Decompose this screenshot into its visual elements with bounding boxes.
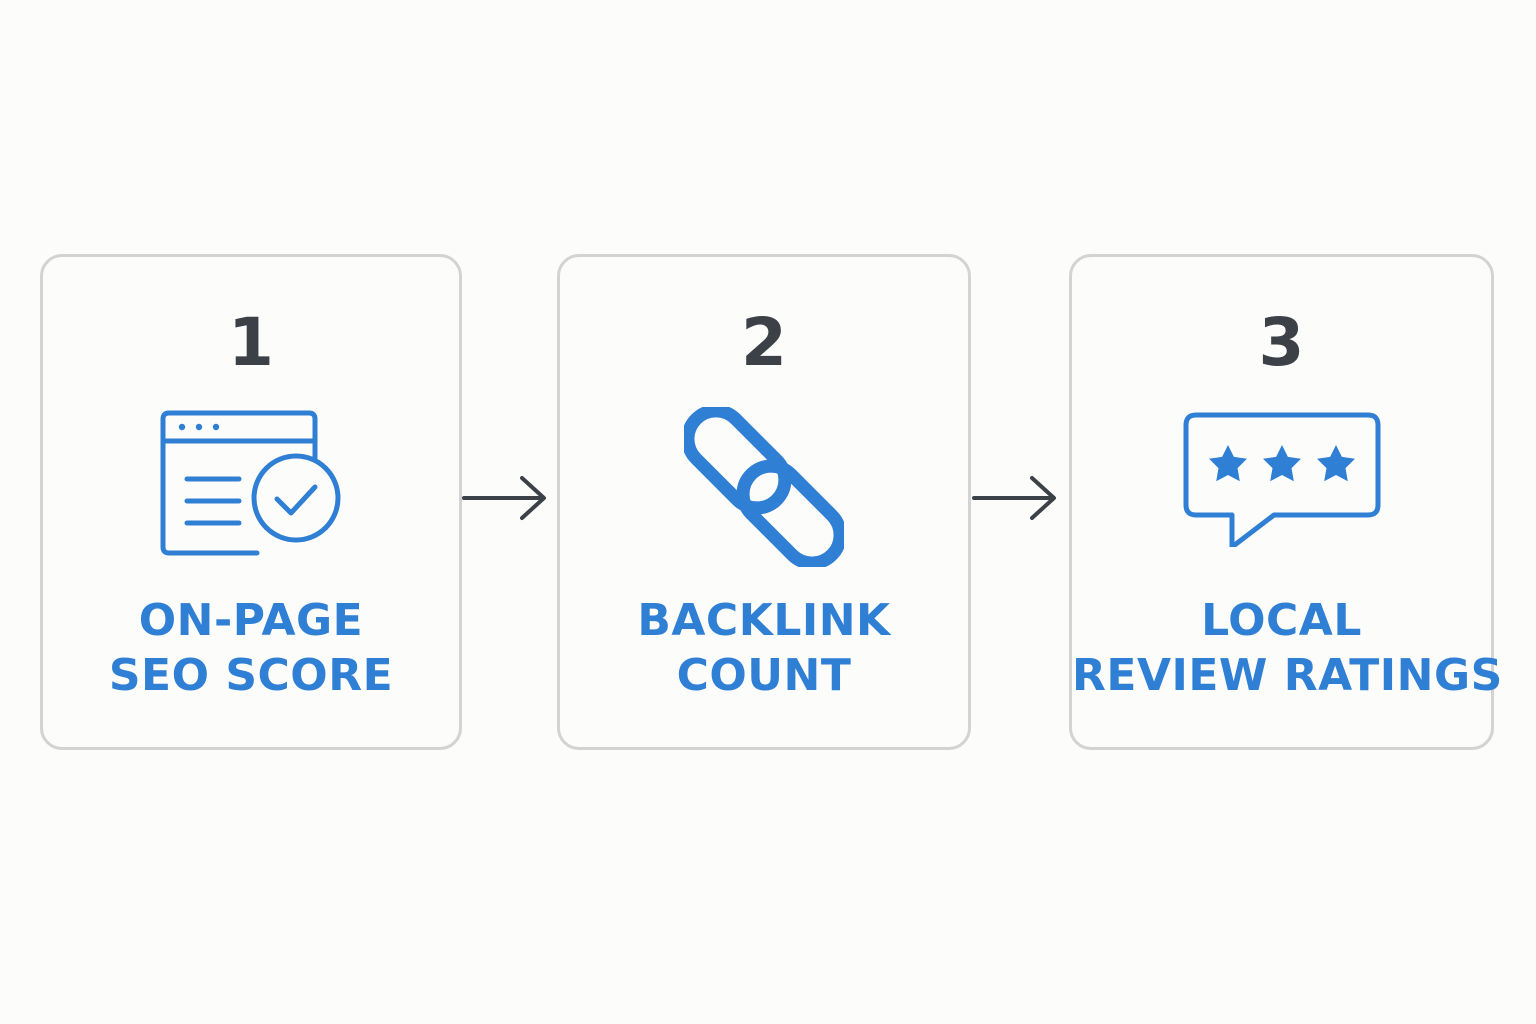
step-label: ON-PAGE SEO SCORE <box>43 593 459 703</box>
arrow-right-icon <box>972 472 1058 528</box>
step-label-line: COUNT <box>676 650 852 701</box>
step-card-local-review-ratings: 3 LOCAL REVIEW RATINGS <box>1069 254 1503 750</box>
review-stars-bubble-icon <box>1182 407 1382 551</box>
step-number: 2 <box>741 304 787 381</box>
step-label-line: REVIEW RATINGS <box>1072 650 1503 701</box>
step-number: 1 <box>228 304 274 381</box>
step-number: 3 <box>1258 304 1305 381</box>
step-label-line: LOCAL <box>1201 595 1362 646</box>
step-label: LOCAL REVIEW RATINGS <box>1072 593 1503 703</box>
step-label-line: SEO SCORE <box>108 650 394 701</box>
step-label-line: BACKLINK <box>637 595 891 646</box>
step-card-backlink-count: 2 BACKLINK COUNT <box>557 254 971 750</box>
step-card-on-page-seo: 1 ON-PAGE SEO SCORE <box>40 254 462 750</box>
step-label-line: ON-PAGE <box>138 595 364 646</box>
step-label: BACKLINK COUNT <box>560 593 968 703</box>
browser-checkmark-icon <box>159 407 343 561</box>
arrow-right-icon <box>462 472 548 528</box>
chain-link-icon <box>681 404 847 571</box>
